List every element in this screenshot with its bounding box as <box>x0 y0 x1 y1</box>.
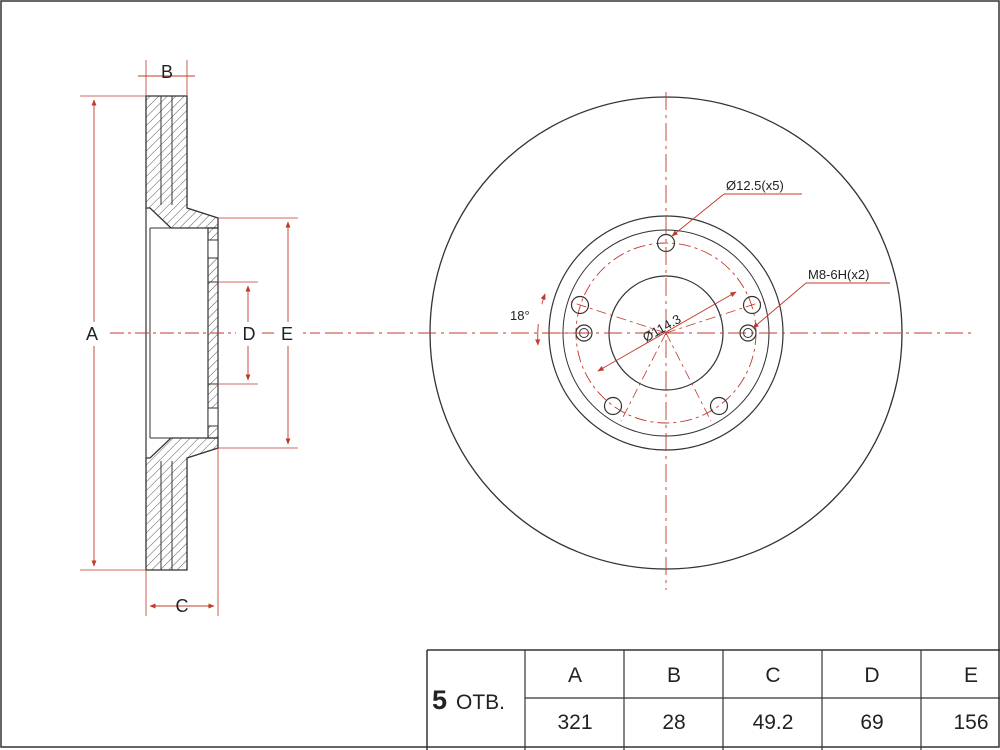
lug-holes <box>570 233 762 416</box>
table-header-d: D <box>864 664 879 687</box>
dim-label-d: D <box>243 324 256 344</box>
table-value-a: 321 <box>557 711 592 734</box>
table-value-d: 69 <box>860 711 883 734</box>
pcd-callout: Ø114.3 <box>640 311 684 345</box>
holes-count: 5 <box>432 685 447 715</box>
table-value-e: 156 <box>953 711 988 734</box>
dim-label-b: B <box>161 62 173 82</box>
dim-label-c: C <box>176 596 189 616</box>
disc-section-lower <box>145 437 219 571</box>
dim-label-a: A <box>86 324 98 344</box>
disc-section-upper <box>145 95 219 229</box>
angle-callout: 18° <box>510 308 530 323</box>
hole-callout: Ø12.5(x5) <box>726 178 784 193</box>
table-header-c: C <box>765 664 780 687</box>
dim-label-e: E <box>281 324 293 344</box>
table-header-a: A <box>568 664 582 687</box>
front-view: Ø114.3 Ø12.5(x5) M8-6H(x2) 18° <box>325 92 975 590</box>
side-section-view <box>110 95 320 571</box>
table-value-b: 28 <box>662 711 685 734</box>
table-value-c: 49.2 <box>753 711 794 734</box>
side-view-dimensions: A B C D E <box>78 60 300 616</box>
holes-unit: ОТВ. <box>456 691 505 714</box>
table-header-b: B <box>667 664 681 687</box>
thread-callout: M8-6H(x2) <box>808 267 869 282</box>
table-header-e: E <box>964 664 978 687</box>
spec-table: 5 ОТВ. A B C D E 321 28 49.2 69 156 <box>426 649 1000 750</box>
